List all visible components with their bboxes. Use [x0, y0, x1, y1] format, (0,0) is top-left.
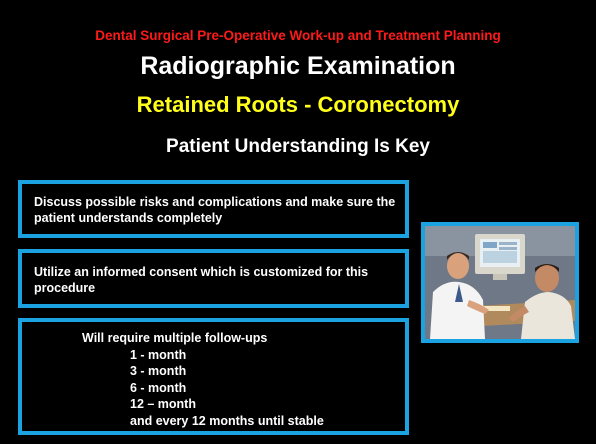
slide-heading: Patient Understanding Is Key — [166, 136, 430, 157]
slide-subtitle: Retained Roots - Coronectomy — [136, 92, 460, 117]
risks-text: Discuss possible risks and complications… — [34, 195, 396, 225]
consultation-photo-illustration — [425, 226, 575, 339]
followup-item: 12 – month — [130, 397, 196, 411]
followups-box: Will require multiple follow-ups 1 - mon… — [18, 318, 409, 435]
risks-box: Discuss possible risks and complications… — [18, 180, 409, 238]
followup-item: 1 - month — [130, 347, 187, 362]
followups-schedule: 1 - month 3 - month 6 - month 12 – month… — [130, 347, 397, 430]
followup-item: 3 - month — [130, 364, 187, 378]
slide-supertitle: Dental Surgical Pre-Operative Work-up an… — [95, 28, 501, 43]
followups-lead: Will require multiple follow-ups — [82, 331, 268, 345]
consent-box: Utilize an informed consent which is cus… — [18, 249, 409, 308]
followup-item: 6 - month — [130, 380, 187, 395]
consent-text: Utilize an informed consent which is cus… — [34, 265, 369, 295]
followup-item: and every 12 months until stable — [130, 413, 324, 428]
consultation-photo — [421, 222, 579, 343]
slide-title: Radiographic Examination — [140, 52, 456, 80]
